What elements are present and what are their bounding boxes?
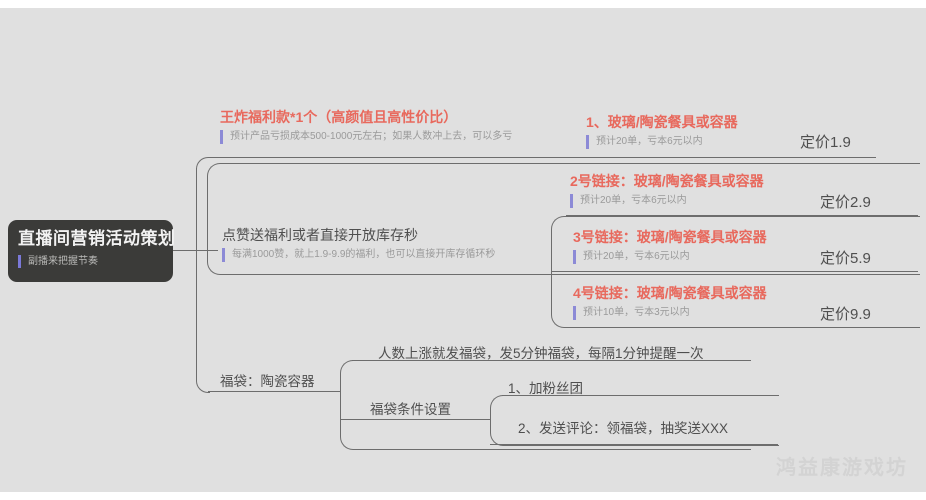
lucky-bag-condition-node[interactable]: 福袋条件设置 — [370, 402, 451, 417]
link-node-4-price: 定价9.9 — [820, 306, 871, 323]
welfare-node-note: 预计产品亏损成本500-1000元左右；如果人数冲上去，可以多亏 — [220, 130, 512, 144]
condition-item-2-underline — [490, 444, 778, 446]
link-node-1-underline — [584, 157, 876, 159]
link-node-2[interactable]: 2号链接：玻璃/陶瓷餐具或容器 预计20单，亏本6元以内 — [570, 172, 764, 208]
root-stem-line — [173, 250, 197, 252]
root-node-subtitle: 副播来把握节奏 — [18, 255, 163, 268]
link-node-3-title: 3号链接：玻璃/陶瓷餐具或容器 — [573, 229, 767, 245]
luckybag-to-children-line — [218, 391, 340, 393]
link-node-2-underline — [566, 215, 918, 217]
condition-items-frame — [490, 395, 779, 446]
link-node-4-title: 4号链接：玻璃/陶瓷餐具或容器 — [573, 285, 767, 301]
link-node-2-price: 定价2.9 — [820, 194, 871, 211]
link-node-1[interactable]: 1、玻璃/陶瓷餐具或容器 预计20单，亏本6元以内 — [586, 113, 738, 149]
root-node-title: 直播间营销活动策划 — [18, 229, 176, 248]
link-node-1-price: 定价1.9 — [800, 134, 851, 151]
link-node-4[interactable]: 4号链接：玻璃/陶瓷餐具或容器 预计10单，亏本3元以内 — [573, 284, 767, 320]
trunk-line-upper — [196, 168, 198, 251]
link-node-2-title: 2号链接：玻璃/陶瓷餐具或容器 — [570, 173, 764, 189]
link-node-3-underline — [551, 271, 918, 273]
condition-item-1-underline — [502, 395, 600, 397]
welfare-node[interactable]: 王炸福利款*1个（高颜值且高性价比） 预计产品亏损成本500-1000元左右；如… — [220, 108, 512, 144]
welfare-node-title: 王炸福利款*1个（高颜值且高性价比） — [220, 109, 458, 125]
link-node-4-note: 预计10单，亏本3元以内 — [573, 306, 767, 320]
lucky-bag-node[interactable]: 福袋：陶瓷容器 — [220, 374, 315, 389]
condition-item-2[interactable]: 2、发送评论：领福袋，抽奖送XXX — [518, 421, 729, 436]
condition-item-1[interactable]: 1、加粉丝团 — [508, 381, 584, 396]
trunk-line-lower — [196, 250, 198, 381]
welfare-node-underline — [218, 157, 540, 159]
lucky-bag-rule-underline — [352, 360, 750, 362]
luckybag-branch-line — [208, 391, 218, 393]
link-node-1-note: 预计20单，亏本6元以内 — [586, 135, 738, 149]
lucky-bag-rule-node[interactable]: 人数上涨就发福袋，发5分钟福袋，每隔1分钟提醒一次 — [378, 346, 704, 361]
welfare-branch-line — [208, 157, 218, 159]
link-node-2-note: 预计20单，亏本6元以内 — [570, 194, 764, 208]
link-node-3-note: 预计20单，亏本6元以内 — [573, 250, 767, 264]
like-reward-node[interactable]: 点赞送福利或者直接开放库存秒 每满1000赞，就上1.9-9.9的福利，也可以直… — [222, 226, 495, 262]
root-node[interactable]: 直播间营销活动策划 副播来把握节奏 — [8, 220, 176, 282]
welfare-to-link1-line — [540, 157, 585, 159]
link-node-3[interactable]: 3号链接：玻璃/陶瓷餐具或容器 预计20单，亏本6元以内 — [573, 228, 767, 264]
trunk-elbow-top — [196, 157, 210, 170]
watermark: 鸿益康游戏坊 — [776, 457, 908, 479]
like-reward-node-note: 每满1000赞，就上1.9-9.9的福利，也可以直接开库存循环秒 — [222, 248, 495, 262]
link-node-3-price: 定价5.9 — [820, 250, 871, 267]
link-node-1-title: 1、玻璃/陶瓷餐具或容器 — [586, 114, 738, 130]
condition-to-items-line — [340, 419, 490, 421]
mindmap-canvas: 直播间营销活动策划 副播来把握节奏 王炸福利款*1个（高颜值且高性价比） 预计产… — [0, 8, 926, 492]
like-reward-container-frame — [207, 163, 920, 275]
like-reward-node-title: 点赞送福利或者直接开放库存秒 — [222, 227, 418, 243]
